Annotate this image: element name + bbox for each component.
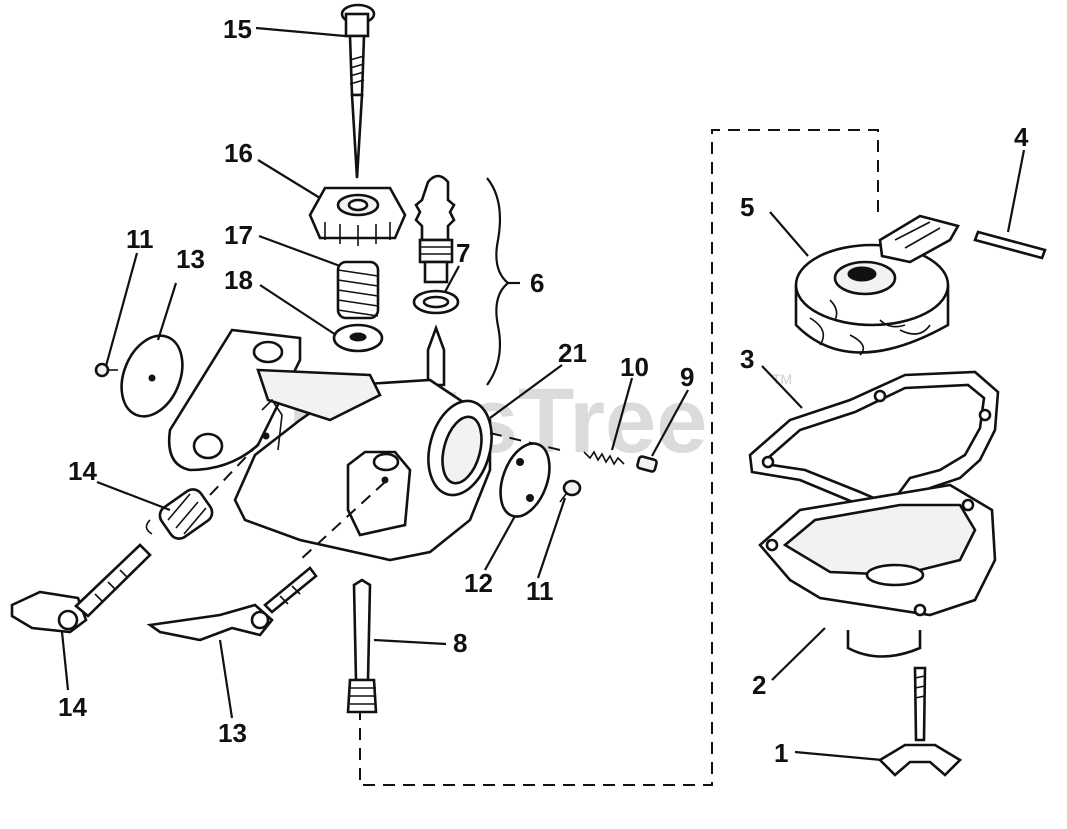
- part-3-bowl-gasket: [748, 370, 1000, 522]
- part-18-adjusting-nut: [308, 186, 407, 246]
- part-2-float-bowl: [758, 483, 997, 658]
- callout-1: 1: [774, 738, 788, 768]
- callout-2: 2: [752, 670, 766, 700]
- callout-18: 16: [224, 138, 253, 168]
- callout-9: 9: [680, 362, 694, 392]
- callout-6: 6: [530, 268, 544, 298]
- part-16-spring: [145, 488, 214, 540]
- part-13-choke-lever: [146, 566, 318, 642]
- callout-12: 12: [464, 568, 493, 598]
- part-17-needle-screw: [340, 3, 376, 179]
- callout-5: 5: [740, 192, 754, 222]
- assembly-dashed-outline: [359, 129, 879, 786]
- part-8-jet-screw: [346, 578, 378, 714]
- part-15-throttle-shaft: [10, 543, 152, 634]
- callout-3: 3: [740, 344, 754, 374]
- leader-lines: [60, 26, 1026, 762]
- callout-16: 14: [68, 456, 97, 486]
- part-6-bracket: [486, 177, 510, 386]
- callout-11-right: 11: [526, 576, 554, 606]
- part-needle-valve: [426, 324, 446, 387]
- callout-17: 15: [223, 14, 252, 44]
- part-10-spring: [583, 450, 625, 466]
- callout-7: 7: [456, 238, 470, 268]
- callout-8: 8: [453, 628, 467, 658]
- callout-13: 13: [218, 718, 247, 748]
- callout-15: 14: [58, 692, 87, 722]
- part-5-float: [794, 214, 960, 356]
- carburetor-body: [167, 328, 493, 562]
- part-1-drain-screw: [877, 666, 963, 777]
- part-11-screw-left: [94, 362, 118, 378]
- part-7-gasket: [412, 289, 460, 315]
- body-dashed-guides: [209, 432, 561, 561]
- callout-10: 10: [620, 352, 649, 382]
- part-9-pin: [636, 455, 658, 473]
- part-inlet-fitting: [414, 174, 456, 284]
- part-14-disc: [120, 334, 184, 418]
- part-11-screw-right: [559, 479, 582, 503]
- part-19-spring: [336, 260, 380, 320]
- callout-11-left: 11: [126, 224, 154, 254]
- callout-19: 17: [224, 220, 253, 250]
- callout-4: 4: [1014, 122, 1029, 152]
- part-4-float-pin: [973, 230, 1047, 260]
- callout-21: 21: [558, 338, 587, 368]
- callout-14: 13: [176, 244, 205, 274]
- part-12-gasket: [499, 442, 551, 518]
- callout-20: 18: [224, 265, 253, 295]
- part-20-washer: [332, 323, 384, 353]
